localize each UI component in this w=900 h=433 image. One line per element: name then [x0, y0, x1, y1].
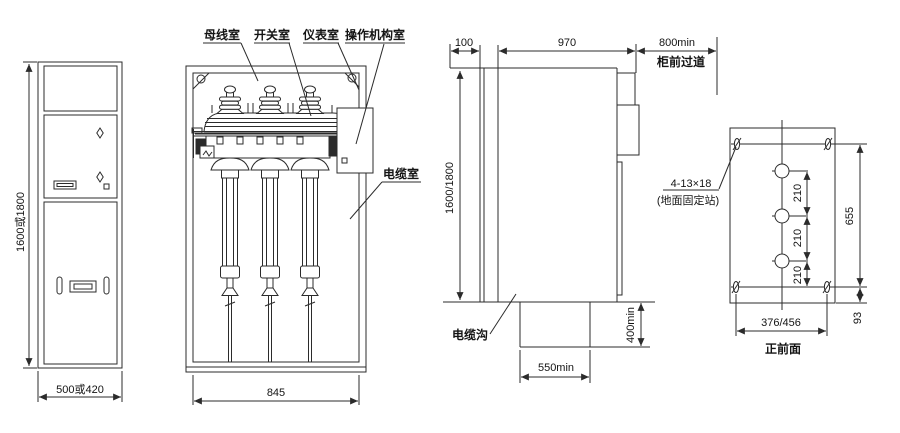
- knob-icon: [96, 171, 104, 183]
- mechanism-box: [336, 107, 374, 174]
- switch-tank: [203, 103, 352, 133]
- door-handle-inner: [73, 283, 93, 290]
- nameplate: [53, 180, 77, 190]
- cable-hole: [772, 163, 808, 269]
- rear-gap-dim: 100: [455, 37, 473, 49]
- instrument-panel-side: [616, 72, 636, 106]
- instrument-room-label: 仪表室: [302, 27, 339, 42]
- internal-width-dim: 845: [267, 387, 285, 399]
- vent-slot: [56, 276, 63, 295]
- nameplate-inner: [56, 183, 74, 187]
- trench-label: 电缆沟: [452, 327, 488, 342]
- mounting-hole: [731, 137, 833, 294]
- cable-termination: [210, 157, 250, 362]
- trench-width-dim: 550min: [538, 362, 574, 374]
- cable-termination: [290, 157, 330, 362]
- front-width-dim: 500或420: [56, 383, 104, 396]
- front-bottom-door: [43, 201, 118, 365]
- trench-depth-dim: 400min: [625, 307, 637, 343]
- holes-note-sub: (地面固定站): [657, 193, 719, 207]
- foundation-front-view: 210 210 210 655 93 376/456 正前面 4-13×18 (…: [657, 120, 867, 356]
- hole-span-dim: 655: [844, 207, 856, 225]
- front-top-panel: [43, 65, 118, 112]
- busbar-room-label: 母线室: [204, 27, 240, 42]
- cabinet-front-view: 1600或1800 500或420: [14, 61, 123, 402]
- hatched-block: [328, 135, 338, 157]
- bushing-insulator: [295, 85, 325, 114]
- door-handle: [69, 280, 97, 293]
- cable-room-label: 电缆室: [383, 166, 419, 181]
- bottom-offset-dim: 93: [852, 312, 864, 324]
- front-face-caption: 正前面: [765, 341, 801, 356]
- aisle-label: 柜前过道: [656, 54, 705, 69]
- mechanism-box-side: [616, 104, 640, 156]
- cabinet-side-view: 100 970 800min 柜前过道 1600/1800 电缆沟 550min…: [443, 37, 718, 383]
- cable-termination: [250, 157, 290, 362]
- front-middle-panel: [43, 114, 118, 199]
- bushing-insulator: [255, 85, 285, 114]
- aisle-dim: 800min: [659, 37, 695, 49]
- corner-bolt-hole: [196, 74, 206, 84]
- holes-note: 4-13×18: [671, 178, 712, 190]
- tank-rail: [191, 127, 352, 159]
- hole-pitch-dim: 210: [792, 184, 804, 202]
- compartment-labels: 母线室 开关室 仪表室 操作机构室 电缆室: [203, 27, 421, 220]
- side-height-dim: 1600/1800: [444, 162, 456, 214]
- front-height-dim: 1600或1800: [14, 192, 27, 252]
- cable-trench: 电缆沟 550min 400min: [452, 293, 650, 383]
- front-door-side: [616, 161, 623, 296]
- foundation-width-dim: 376/456: [761, 317, 801, 329]
- depth-dim: 970: [558, 37, 576, 49]
- knob-icon: [96, 127, 104, 139]
- hole-pitch-dim: 210: [792, 229, 804, 247]
- vent-slot: [103, 276, 110, 295]
- switch-room-label: 开关室: [254, 27, 290, 42]
- mechanism-room-label: 操作机构室: [345, 27, 405, 42]
- cabinet-internal-view: 845 母线室 开关室 仪表室 操作机构室 电缆室: [185, 27, 421, 405]
- hole-pitch-dim: 210: [792, 266, 804, 284]
- bushing-insulator: [215, 85, 245, 114]
- lock: [103, 183, 110, 190]
